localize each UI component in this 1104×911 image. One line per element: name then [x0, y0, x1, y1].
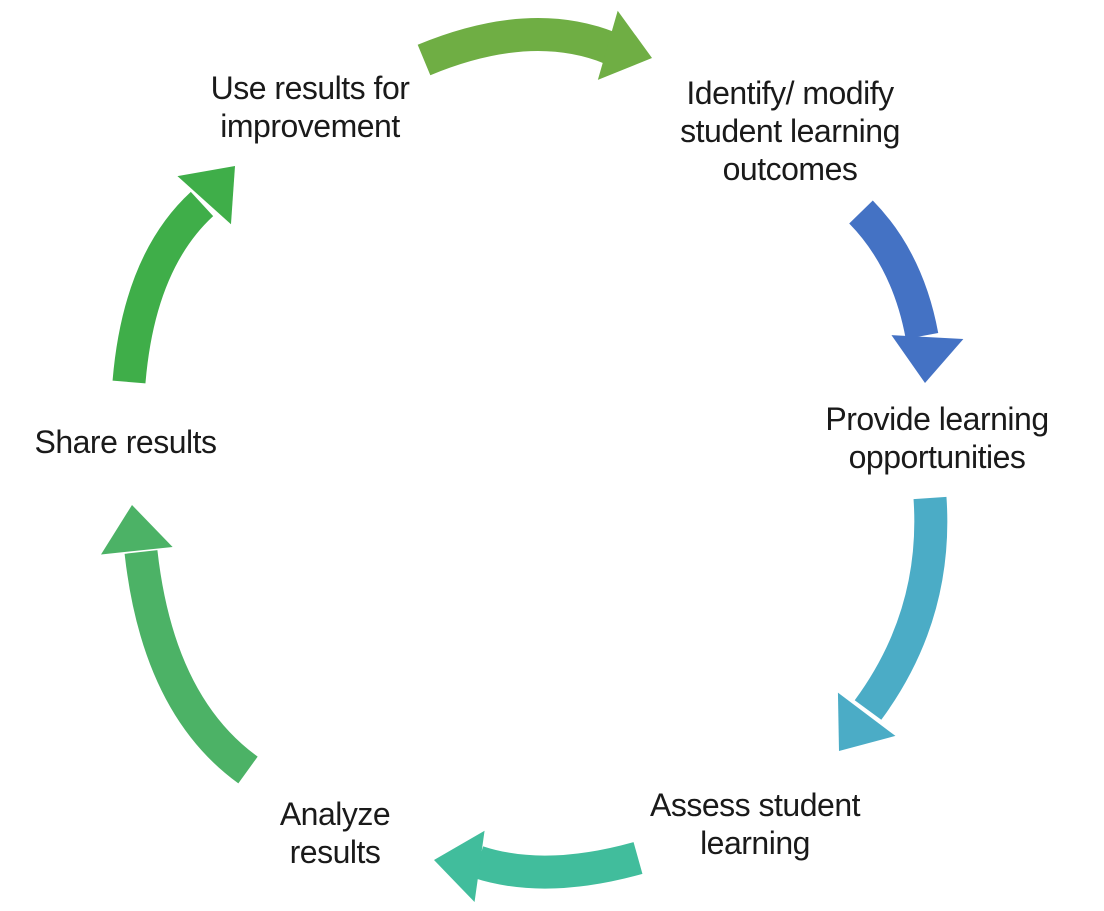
step-label-line: improvement: [220, 108, 400, 144]
arrowhead-up-icon: [101, 505, 173, 555]
step-label-assess-student: Assess student learning: [620, 786, 890, 862]
arrow-assess-to-analyze-body: [472, 842, 643, 889]
arrow-provide-to-assess: [837, 496, 948, 751]
arrow-analyze-to-share: [101, 505, 258, 784]
step-label-provide-learning: Provide learning opportunities: [802, 400, 1072, 476]
arrow-share-to-use-body: [112, 191, 214, 384]
arrowhead-right-icon: [597, 10, 652, 80]
arrow-identify-to-provide: [848, 200, 964, 383]
step-label-line: Use results for: [210, 70, 410, 106]
step-label-identify-modify: Identify/ modify student learning outcom…: [640, 74, 940, 188]
arrowhead-down-icon: [891, 335, 964, 383]
arrow-provide-to-assess-body: [854, 496, 948, 720]
arrowhead-down-left-icon: [837, 692, 896, 751]
arrowhead-left-icon: [434, 830, 485, 903]
arrow-identify-to-provide-body: [848, 200, 939, 340]
arrowhead-up-right-icon: [177, 166, 235, 225]
step-label-line: learning: [700, 825, 810, 861]
step-label-line: results: [289, 834, 381, 870]
step-label-line: student learning: [680, 113, 900, 149]
arrow-assess-to-analyze: [434, 830, 643, 903]
arrow-use-to-identify: [417, 10, 652, 80]
step-label-analyze-results: Analyze results: [235, 795, 435, 871]
step-label-line: Share results: [34, 424, 217, 460]
arrow-use-to-identify-body: [417, 18, 617, 76]
step-label-line: outcomes: [722, 151, 858, 187]
step-label-line: Provide learning: [825, 401, 1049, 437]
step-label-line: Identify/ modify: [686, 75, 894, 111]
step-label-line: opportunities: [848, 439, 1026, 475]
step-label-use-results: Use results for improvement: [175, 69, 445, 145]
step-label-share-results: Share results: [18, 423, 233, 461]
arrow-analyze-to-share-body: [124, 550, 258, 784]
step-label-line: Assess student: [650, 787, 861, 823]
step-label-line: Analyze: [279, 796, 391, 832]
arrow-share-to-use: [112, 166, 235, 384]
